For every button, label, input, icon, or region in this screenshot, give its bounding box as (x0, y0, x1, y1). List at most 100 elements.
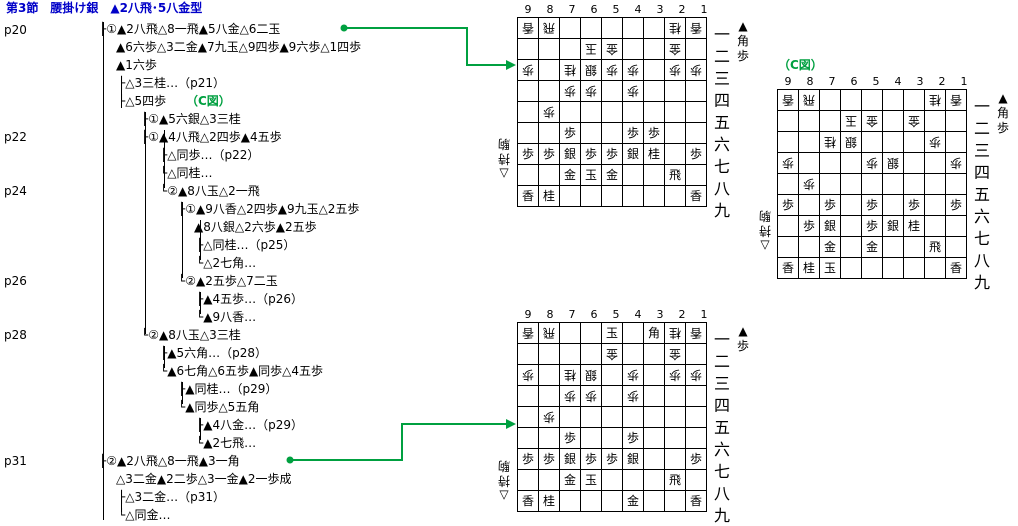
shogi-piece: 香 (781, 93, 794, 107)
row-label: 三 (714, 69, 731, 88)
board-square (580, 122, 602, 144)
board-square: 歩 (643, 122, 665, 144)
board-square: 金 (861, 110, 883, 132)
shogi-piece: 金 (865, 240, 878, 254)
board-square (601, 101, 623, 123)
board-square (517, 101, 539, 123)
shogi-piece: 歩 (521, 63, 534, 77)
shogi-piece: 銀 (584, 63, 597, 77)
shogi-piece: 香 (949, 93, 962, 107)
board-square (559, 322, 581, 344)
shogi-piece: 歩 (605, 147, 618, 161)
shogi-piece: 歩 (928, 135, 941, 149)
board-square: 銀 (580, 59, 602, 81)
board-square: 香 (685, 490, 707, 512)
shogi-piece: 飛 (542, 326, 555, 340)
page-ref: p24 (4, 184, 27, 198)
board-square (840, 236, 862, 258)
column-label: 8 (546, 3, 554, 16)
shogi-piece: 銀 (886, 219, 899, 233)
tree-node: ├△同歩…（p22） (160, 148, 260, 162)
shogi-piece: 銀 (823, 219, 836, 233)
black-hand: ▲角歩 (736, 19, 749, 63)
shogi-piece: 歩 (584, 147, 597, 161)
board-square: 桂 (559, 364, 581, 386)
board-square: 歩 (777, 152, 799, 174)
board-square: 歩 (945, 194, 967, 216)
board-square (559, 343, 581, 365)
board-square (643, 164, 665, 186)
board-square (643, 59, 665, 81)
tree-node: ├▲4五歩…（p26） (196, 292, 303, 306)
board-square: 歩 (819, 194, 841, 216)
tree-node: ▲6六歩△3二金▲7九玉△9四歩▲9六歩△1四歩 (116, 40, 362, 54)
board-square (601, 406, 623, 428)
board-square (664, 80, 686, 102)
column-label: 3 (656, 3, 664, 16)
tree-node: └△同金… (118, 508, 171, 522)
shogi-piece: 歩 (781, 156, 794, 170)
board-square (538, 427, 560, 449)
board-square: 桂 (643, 143, 665, 165)
shogi-piece: 金 (605, 347, 618, 361)
board-square (819, 110, 841, 132)
arrow-line (290, 423, 508, 461)
shogi-piece: 金 (668, 347, 681, 361)
board-square: 歩 (622, 364, 644, 386)
shogi-piece: 金 (823, 240, 836, 254)
board-square: 歩 (798, 173, 820, 195)
row-labels: 一二三四五六七八九 (714, 17, 731, 220)
column-label: 6 (590, 308, 598, 321)
board-square: 歩 (538, 101, 560, 123)
shogi-piece: 歩 (626, 84, 639, 98)
board-square: 歩 (517, 448, 539, 470)
shogi-piece: 玉 (823, 261, 836, 275)
board-square (643, 490, 665, 512)
board-square (882, 89, 904, 111)
shogi-piece: 金 (626, 494, 639, 508)
board-square (882, 173, 904, 195)
board-square (517, 427, 539, 449)
column-label: 4 (634, 308, 642, 321)
shogi-piece: 歩 (626, 63, 639, 77)
shogi-piece: 金 (907, 114, 920, 128)
board-square: 歩 (580, 80, 602, 102)
board-square: 金 (819, 236, 841, 258)
shogi-piece: 金 (668, 42, 681, 56)
board-square: 金 (601, 343, 623, 365)
shogi-piece: 歩 (605, 452, 618, 466)
shogi-piece: 歩 (802, 177, 815, 191)
board-square (685, 164, 707, 186)
column-label: 2 (938, 75, 946, 88)
tree-line (103, 22, 104, 520)
board-square (945, 110, 967, 132)
board-square: 銀 (580, 364, 602, 386)
board-square (840, 152, 862, 174)
shogi-piece: 歩 (802, 219, 815, 233)
shogi-piece: 金 (605, 168, 618, 182)
column-label: 5 (612, 3, 620, 16)
tree-node: ├①▲2八飛△8一飛▲5八金△6二玉 (99, 22, 281, 36)
column-label: 3 (656, 308, 664, 321)
section-title: 第3節 腰掛け銀 ▲2八飛･5八金型 (6, 1, 203, 15)
board-square: 銀 (882, 215, 904, 237)
row-label: 四 (974, 163, 991, 182)
board-square: 銀 (559, 448, 581, 470)
column-label: 5 (872, 75, 880, 88)
board-square (777, 236, 799, 258)
board-square (601, 122, 623, 144)
tree-line (145, 112, 146, 334)
board-square (664, 427, 686, 449)
board-square: 桂 (538, 490, 560, 512)
shogi-piece: 歩 (949, 198, 962, 212)
tree-node: └△5四歩 (118, 94, 167, 108)
shogi-piece: 銀 (626, 147, 639, 161)
board-square: 桂 (538, 185, 560, 207)
board-square: 歩 (685, 59, 707, 81)
board-square: 歩 (798, 215, 820, 237)
board-square (924, 152, 946, 174)
board-square (538, 122, 560, 144)
